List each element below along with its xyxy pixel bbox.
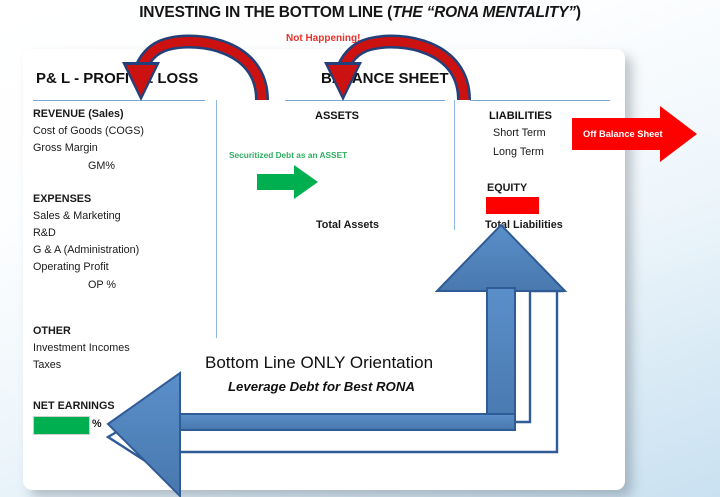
page-title: INVESTING IN THE BOTTOM LINE (THE “RONA … [0, 4, 720, 22]
pl-revenue-header: REVENUE (Sales) [33, 108, 124, 120]
net-earnings-bar [33, 416, 90, 435]
title-tail: ) [575, 4, 581, 21]
title-main: INVESTING IN THE BOTTOM LINE ( [139, 4, 393, 21]
bottom-line-subtitle: Leverage Debt for Best RONA [228, 379, 415, 394]
rule-pl [33, 100, 205, 101]
divider-pl-bs [216, 100, 217, 338]
equity-header: EQUITY [487, 182, 528, 194]
pl-rnd: R&D [33, 227, 56, 239]
pl-cogs: Cost of Goods (COGS) [33, 125, 145, 137]
title-italic: THE “RONA MENTALITY” [392, 4, 576, 21]
bottom-line-title: Bottom Line ONLY Orientation [205, 353, 434, 372]
liabilities-long-term: Long Term [493, 146, 544, 158]
heading-balance-sheet: BALANCE SHEET [321, 70, 449, 87]
pl-taxes: Taxes [33, 359, 62, 371]
pl-gross-margin: Gross Margin [33, 142, 98, 154]
rule-liabilities [470, 100, 610, 101]
pl-gm-percent: GM% [88, 160, 115, 172]
pl-other-header: OTHER [33, 325, 71, 337]
not-happening-label: Not Happening! [286, 33, 361, 44]
heading-profit-loss: P& L - PROFIT & LOSS [36, 70, 199, 87]
pl-sales-marketing: Sales & Marketing [33, 210, 121, 222]
liabilities-header: LIABILITIES [489, 110, 552, 122]
off-balance-sheet-label: Off Balance Sheet [583, 129, 663, 139]
pl-expenses-header: EXPENSES [33, 193, 92, 205]
liabilities-total-label: Total Liabilities [485, 219, 563, 231]
equity-bar [486, 197, 539, 214]
securitized-debt-note: Securitized Debt as an ASSET [229, 150, 348, 160]
divider-assets-liabilities [454, 100, 455, 230]
pl-op-percent: OP % [88, 279, 117, 291]
assets-total-label: Total Assets [316, 219, 379, 231]
net-earnings-unit: % [92, 418, 102, 430]
rule-assets [285, 100, 445, 101]
pl-operating-profit: Operating Profit [33, 261, 109, 273]
pl-ga: G & A (Administration) [33, 244, 140, 256]
pl-net-earnings-label: NET EARNINGS [33, 400, 115, 412]
pl-investment-incomes: Investment Incomes [33, 342, 130, 354]
assets-header: ASSETS [315, 110, 360, 122]
liabilities-short-term: Short Term [493, 127, 546, 139]
